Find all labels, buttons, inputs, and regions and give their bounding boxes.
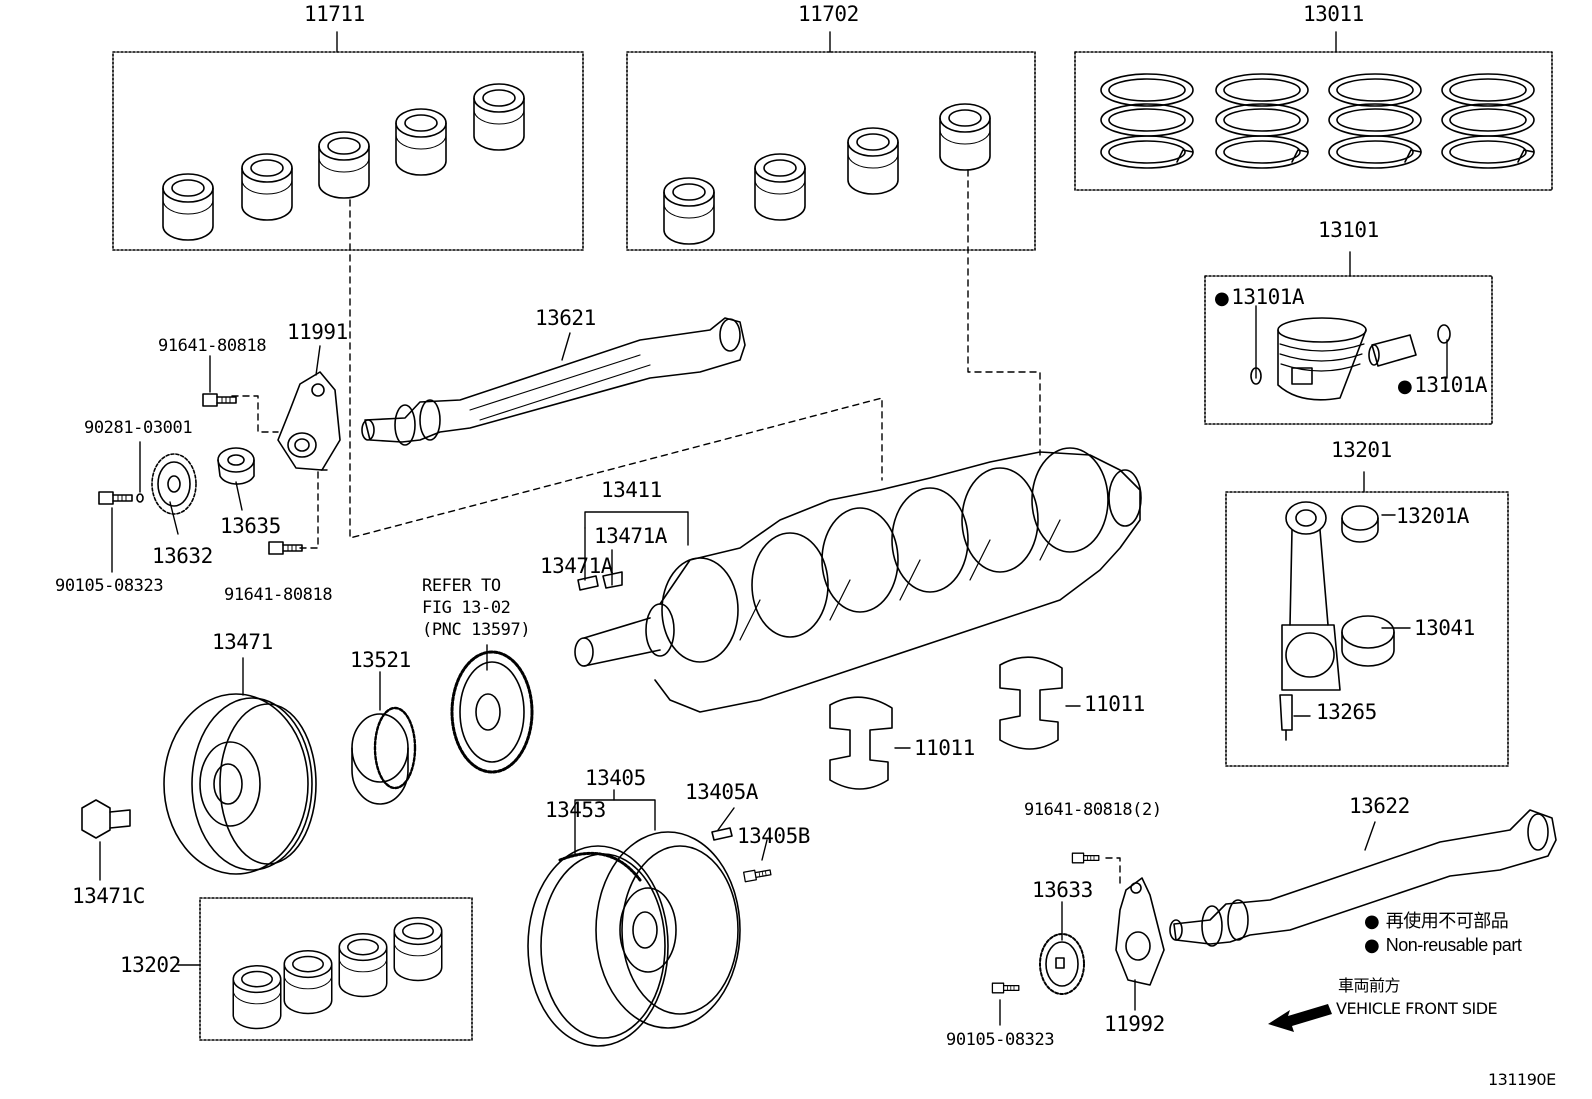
legend-non-reusable-en: ● Non-reusable part — [1364, 935, 1522, 956]
part-label-13621[interactable]: 13621 — [535, 306, 596, 330]
part-label-13471A-lower[interactable]: 13471A — [540, 554, 613, 578]
part-label-13453[interactable]: 13453 — [545, 798, 606, 822]
part-label-13011[interactable]: 13011 — [1303, 2, 1364, 26]
part-label-13101[interactable]: 13101 — [1318, 218, 1379, 242]
piston-assembly — [1250, 317, 1451, 401]
part-label-13101A-right[interactable]: ●13101A — [1397, 373, 1488, 397]
part-label-13411[interactable]: 13411 — [601, 478, 662, 502]
part-label-11711[interactable]: 11711 — [304, 2, 365, 26]
part-label-13405[interactable]: 13405 — [585, 766, 646, 790]
non-reusable-marker: ● — [1364, 935, 1380, 956]
part-label-11011-lower[interactable]: 11011 — [914, 736, 975, 760]
balance-shaft-plate-right — [1039, 877, 1165, 995]
part-label-90105-08323-b[interactable]: 90105-08323 — [946, 1030, 1055, 1050]
part-label-13405B[interactable]: 13405B — [737, 824, 810, 848]
legend-non-reusable-jp: ● 再使用不可部品 — [1364, 911, 1509, 932]
vehicle-front-arrow — [1268, 1004, 1332, 1032]
part-label-13632[interactable]: 13632 — [152, 544, 213, 568]
crankshaft-pulley — [163, 693, 317, 875]
piston-ring-sets — [1100, 73, 1535, 169]
leader-lines — [99, 31, 1448, 1026]
group-boxes — [112, 51, 1553, 1041]
part-label-13202[interactable]: 13202 — [120, 953, 181, 977]
rod-bearing-set — [663, 103, 991, 245]
part-label-13471C[interactable]: 13471C — [72, 884, 145, 908]
part-label-13471[interactable]: 13471 — [212, 630, 273, 654]
part-label-90105-08323-a[interactable]: 90105-08323 — [55, 576, 164, 596]
dashed-guides — [231, 169, 1121, 886]
thrust-washers — [829, 656, 1063, 790]
non-reusable-marker: ● — [1364, 911, 1380, 932]
crank-position-rotor — [527, 831, 741, 1047]
rod-bearing-set-lower — [232, 917, 443, 1030]
part-label-91641-80818-a[interactable]: 91641-80818 — [158, 336, 267, 356]
part-label-11702[interactable]: 11702 — [798, 2, 859, 26]
part-label-13101A-left[interactable]: ●13101A — [1214, 285, 1305, 309]
refer-note-line-1: REFER TO — [422, 576, 501, 596]
vehicle-front-jp: 車両前方 — [1338, 976, 1401, 995]
part-label-13405A[interactable]: 13405A — [685, 780, 758, 804]
part-label-11011-upper[interactable]: 11011 — [1084, 692, 1145, 716]
balance-shaft-left — [361, 317, 746, 446]
balance-shaft-right — [1169, 809, 1557, 947]
connecting-rod — [1279, 501, 1395, 741]
timing-sprocket — [450, 650, 534, 774]
part-label-13471A-upper[interactable]: 13471A — [594, 524, 667, 548]
non-reusable-marker: ● — [1397, 376, 1413, 397]
part-label-13521[interactable]: 13521 — [350, 648, 411, 672]
pin-and-bolt — [711, 827, 1100, 994]
refer-note-line-2: FIG 13-02 — [422, 598, 511, 618]
balance-shaft-plate-left — [277, 371, 341, 471]
refer-note-line-3[interactable]: (PNC 13597) — [422, 620, 531, 640]
part-label-13265[interactable]: 13265 — [1316, 700, 1377, 724]
part-label-13201A[interactable]: 13201A — [1396, 504, 1469, 528]
left-fasteners — [98, 393, 303, 555]
pulley-bolt — [81, 799, 131, 839]
part-label-90281-03001[interactable]: 90281-03001 — [84, 418, 193, 438]
part-label-13622[interactable]: 13622 — [1349, 794, 1410, 818]
figure-code: 131190E — [1488, 1070, 1556, 1089]
part-label-11991[interactable]: 11991 — [287, 320, 348, 344]
vehicle-front-en: VEHICLE FRONT SIDE — [1336, 999, 1498, 1018]
non-reusable-marker: ● — [1214, 288, 1230, 309]
crank-timing-gear — [351, 706, 417, 805]
crankshaft — [574, 447, 1142, 713]
main-bearing-set — [162, 83, 525, 241]
part-label-13041[interactable]: 13041 — [1414, 616, 1475, 640]
part-label-13635[interactable]: 13635 — [220, 514, 281, 538]
part-label-11992[interactable]: 11992 — [1104, 1012, 1165, 1036]
part-label-91641-80818-c[interactable]: 91641-80818(2) — [1024, 800, 1162, 820]
part-label-13633[interactable]: 13633 — [1032, 878, 1093, 902]
part-label-13201[interactable]: 13201 — [1331, 438, 1392, 462]
part-label-91641-80818-b[interactable]: 91641-80818 — [224, 585, 333, 605]
